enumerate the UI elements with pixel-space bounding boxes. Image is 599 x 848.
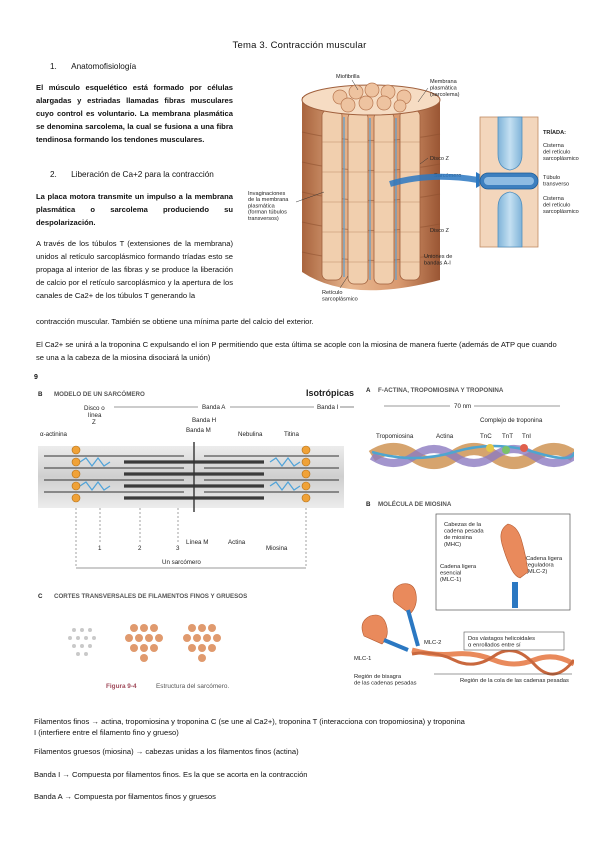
label-banda-m: Banda M xyxy=(186,427,211,434)
label-reguladora: Cadena ligera reguladora (MLC-2) xyxy=(526,556,564,575)
myofibrils xyxy=(321,109,421,285)
label-mlc2: MLC-2 xyxy=(424,640,441,646)
section-2-heading: 2. Liberación de Ca+2 para la contracció… xyxy=(50,170,214,179)
label-banda-h: Banda H xyxy=(192,417,216,424)
label-banda-i: Banda I xyxy=(317,404,339,411)
label-titina: Titina xyxy=(284,431,299,438)
label-membrana: Membrana plasmática (sarcolema) xyxy=(430,79,460,98)
label-cisterna-1: Cisterna del retículo sarcoplásmico xyxy=(543,143,579,162)
label-linea-m: Línea M xyxy=(186,539,208,546)
panel-b-title: MODELO DE UN SARCÓMERO xyxy=(54,390,145,398)
panel-b-letter: B xyxy=(38,391,43,398)
label-number-2: 2 xyxy=(138,545,142,552)
label-esencial: Cadena ligera esencial (MLC-1) xyxy=(440,564,478,583)
note-thin-filaments: Filamentos finos → actina, tropomiosina … xyxy=(34,716,574,738)
label-actina: Actina xyxy=(228,539,246,546)
note-band-a: Banda A → Compuesta por filamentos finos… xyxy=(34,792,216,801)
section-number: 1. xyxy=(50,62,57,71)
note-line: I (interfiere entre el filamento fino y … xyxy=(34,728,179,737)
label-disco-linea-z: Disco o línea Z xyxy=(84,405,106,426)
label-tni: TnI xyxy=(522,433,531,440)
triad-drawing xyxy=(479,116,539,248)
z-discs xyxy=(71,445,311,503)
note-line: Filamentos finos → actina, tropomiosina … xyxy=(34,717,465,726)
paragraph-tubules-end: contracción muscular. También se obtiene… xyxy=(36,317,314,326)
page-number-mark: 9 xyxy=(34,374,38,381)
figure-label: Figura 9-4 xyxy=(106,683,137,690)
myofibril-bands xyxy=(322,141,420,263)
label-actina-a: Actina xyxy=(436,433,454,440)
note-band-i: Banda I → Compuesta por filamentos finos… xyxy=(34,770,308,779)
cross-sections xyxy=(68,624,221,662)
section-number: 2. xyxy=(50,170,57,179)
actin-filament xyxy=(368,443,574,469)
label-tnt: TnT xyxy=(502,433,513,440)
label-uniones: Uniones de bandas A-I xyxy=(424,254,454,267)
label-cola: Región de la cola de las cadenas pesadas xyxy=(460,678,569,684)
label-number-1: 1 xyxy=(98,545,102,552)
label-cabezas: Cabezas de la cadena pesada de miosina (… xyxy=(444,522,485,548)
panel-b2-title: MOLÉCULA DE MIOSINA xyxy=(378,500,452,508)
paragraph-motor-plate: La placa motora transmite un impulso a l… xyxy=(36,192,233,227)
sarcomere-figure: B MODELO DE UN SARCÓMERO Isotrópicas Ban… xyxy=(38,387,574,690)
arrow-to-triad xyxy=(389,173,479,187)
myosin-molecule xyxy=(361,583,574,676)
titin-springs xyxy=(79,457,301,491)
label-disco-z: Disco Z xyxy=(430,156,450,162)
figure-caption: Estructura del sarcómero. xyxy=(156,683,229,690)
muscle-fiber-figure: Miofibrilla Membrana plasmática (sarcole… xyxy=(248,74,579,303)
label-tropomiosina: Tropomiosina xyxy=(376,433,414,440)
note-thick-filaments: Filamentos gruesos (miosina) → cabezas u… xyxy=(34,747,299,756)
thin-filaments xyxy=(44,455,339,493)
reticulum-mesh xyxy=(343,117,397,280)
label-tnc: TnC xyxy=(480,433,492,440)
panel-b2-letter: B xyxy=(366,501,371,508)
fiber-top-fibrils xyxy=(332,82,412,113)
paragraph-calcium: El Ca2+ se unirá a la troponina C expuls… xyxy=(36,340,557,362)
label-tubulo: Túbulo transverso xyxy=(543,175,569,188)
label-miofibrilla: Miofibrilla xyxy=(336,74,361,80)
paragraph-anatomy: El músculo esquelético está formado por … xyxy=(36,83,233,144)
label-number-3: 3 xyxy=(176,545,180,552)
section-1-heading: 1. Anatomofisiología xyxy=(50,62,136,71)
label-triada: TRÍADA: xyxy=(543,128,566,136)
label-mlc1: MLC-1 xyxy=(354,656,371,662)
label-banda-a: Banda A xyxy=(202,404,226,411)
label-nebulina: Nebulina xyxy=(238,431,263,438)
label-vastagos: Dos vástagos helicoidales α enrollados e… xyxy=(468,636,537,649)
label-un-sarcomero: Un sarcómero xyxy=(162,559,201,566)
guide-lines xyxy=(75,508,307,566)
panel-c-letter: C xyxy=(38,593,43,600)
panel-a-letter: A xyxy=(366,387,371,394)
label-isotropicas: Isotrópicas xyxy=(306,388,354,398)
label-miosina: Miosina xyxy=(266,545,288,552)
section-title: Liberación de Ca+2 para la contracción xyxy=(71,170,214,179)
label-70nm: 70 nm xyxy=(454,403,471,410)
label-invaginaciones: Invaginaciones de la membrana plasmática… xyxy=(248,191,290,222)
myosin-head-inset xyxy=(500,523,529,608)
panel-c-title: CORTES TRANSVERSALES DE FILAMENTOS FINOS… xyxy=(54,593,247,600)
vastagos-box xyxy=(463,631,565,651)
label-alfa-actinina: α-actinina xyxy=(40,431,68,438)
paragraph-tubules: A través de los túbulos T (extensiones d… xyxy=(36,239,233,300)
label-reticulo: Retículo sarcoplásmico xyxy=(322,290,358,303)
label-bisagra: Región de bisagra de las cadenas pesadas xyxy=(354,674,417,687)
label-cisterna-2: Cisterna del retículo sarcoplásmico xyxy=(543,196,579,215)
panel-a-title: F-ACTINA, TROPOMIOSINA Y TROPONINA xyxy=(378,387,504,394)
label-disco-z-2: Disco Z xyxy=(430,228,450,234)
label-complejo: Complejo de troponina xyxy=(480,417,543,424)
page-title: Tema 3. Contracción muscular xyxy=(232,40,367,51)
section-title: Anatomofisiología xyxy=(71,62,137,71)
